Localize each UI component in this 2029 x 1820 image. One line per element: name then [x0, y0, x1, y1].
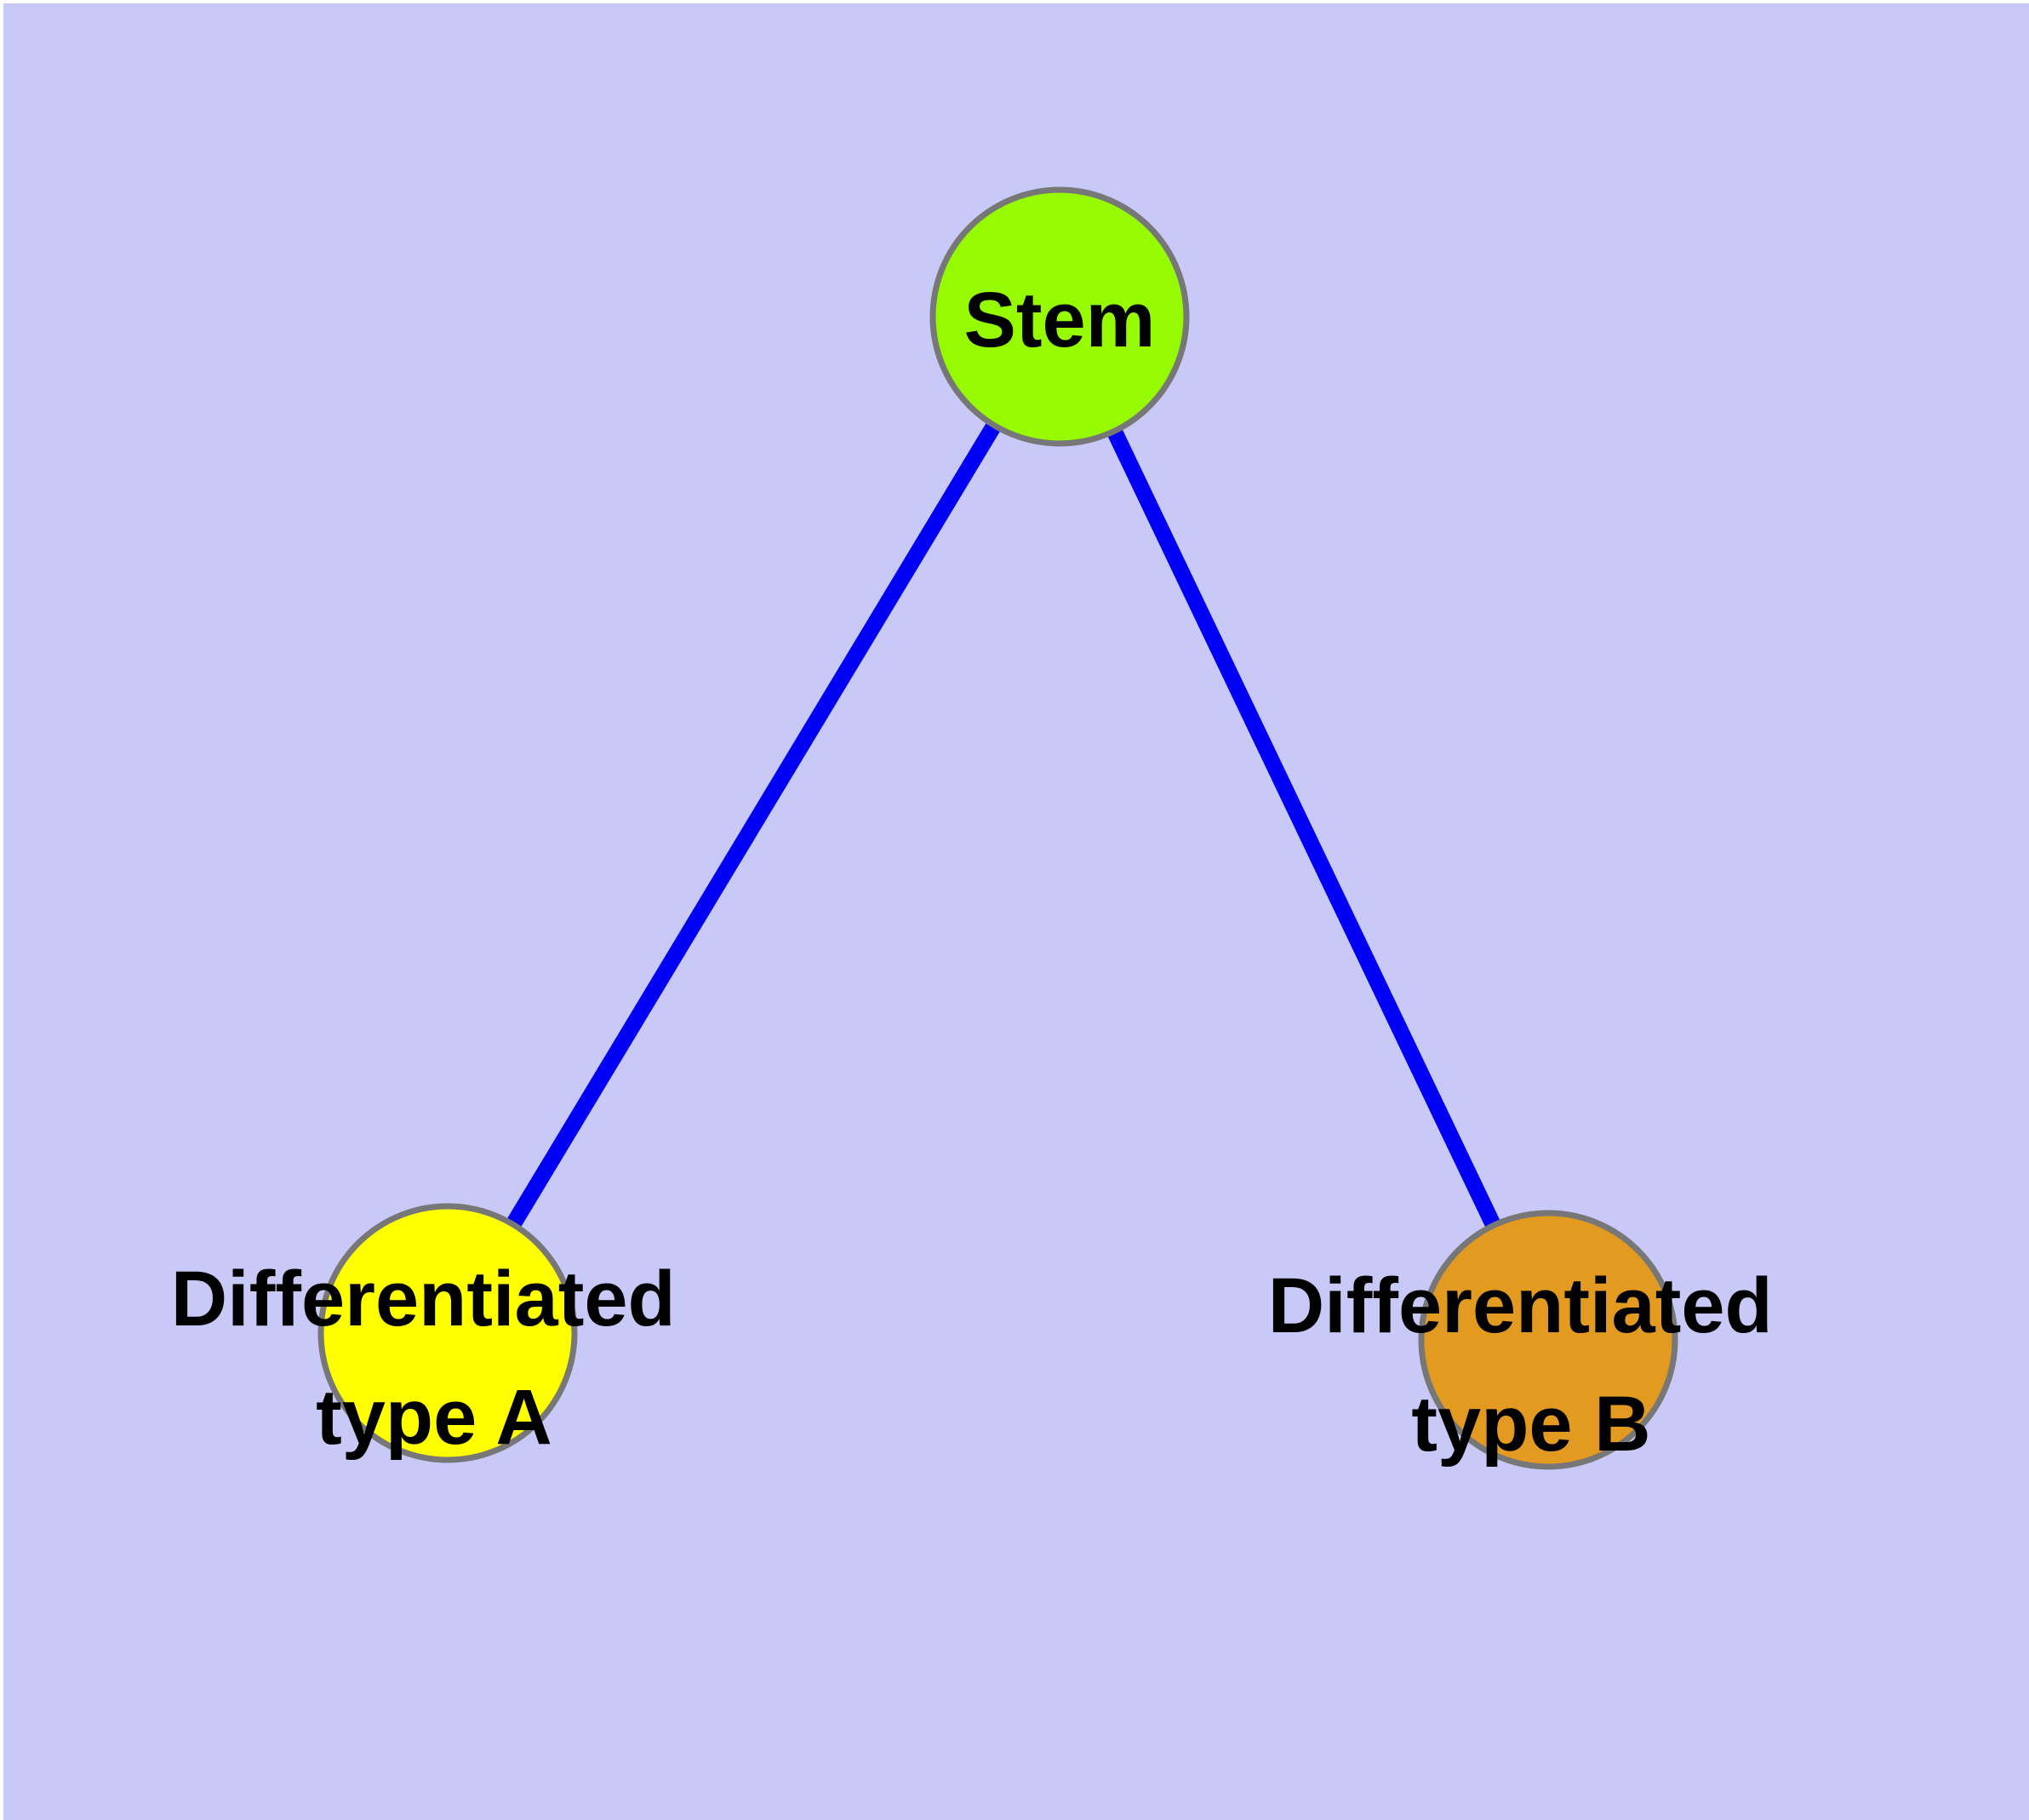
- node-type-b-label-line1: Differentiated: [1268, 1262, 1773, 1349]
- node-type-a-circle: [317, 1203, 578, 1463]
- node-type-b: Differentiated type B: [1268, 1210, 1795, 1470]
- node-type-a-label-line1: Differentiated: [171, 1256, 676, 1342]
- node-type-a-label: Differentiated type A: [171, 1256, 698, 1461]
- node-type-b-circle: [1418, 1210, 1678, 1470]
- edge-stem-to-type-b: [1052, 312, 1556, 1344]
- node-type-b-label-line2: type B: [1411, 1381, 1650, 1468]
- node-stem-circle: [929, 186, 1190, 447]
- node-stem: Stem: [929, 186, 1190, 447]
- node-type-a-label-line2: type A: [316, 1374, 552, 1461]
- node-type-b-label: Differentiated type B: [1268, 1262, 1795, 1468]
- node-type-a: Differentiated type A: [171, 1203, 698, 1463]
- edge-stem-to-type-a: [440, 312, 1067, 1337]
- node-stem-label: Stem: [964, 277, 1156, 363]
